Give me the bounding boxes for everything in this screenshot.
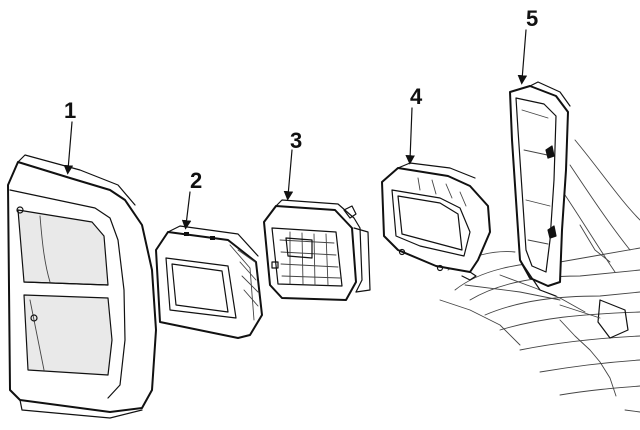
leader-lines <box>63 29 528 230</box>
lens-pattern <box>279 231 341 286</box>
callout-5: 5 <box>526 6 538 31</box>
callout-2: 2 <box>190 168 202 193</box>
leader-line-5 <box>517 29 528 85</box>
mounting-bracket-part <box>381 162 491 281</box>
callout-4: 4 <box>410 84 423 109</box>
leader-line-1 <box>63 121 74 175</box>
callout-3: 3 <box>290 128 302 153</box>
headlamp-bezel-part <box>7 154 157 419</box>
sealed-beam-lamp-part <box>263 199 371 301</box>
retainer-part <box>155 225 263 339</box>
leader-line-4 <box>405 107 415 165</box>
callout-1: 1 <box>64 98 76 123</box>
leader-line-3 <box>283 149 294 201</box>
leader-line-2 <box>181 191 192 230</box>
side-panel-part <box>509 81 571 297</box>
